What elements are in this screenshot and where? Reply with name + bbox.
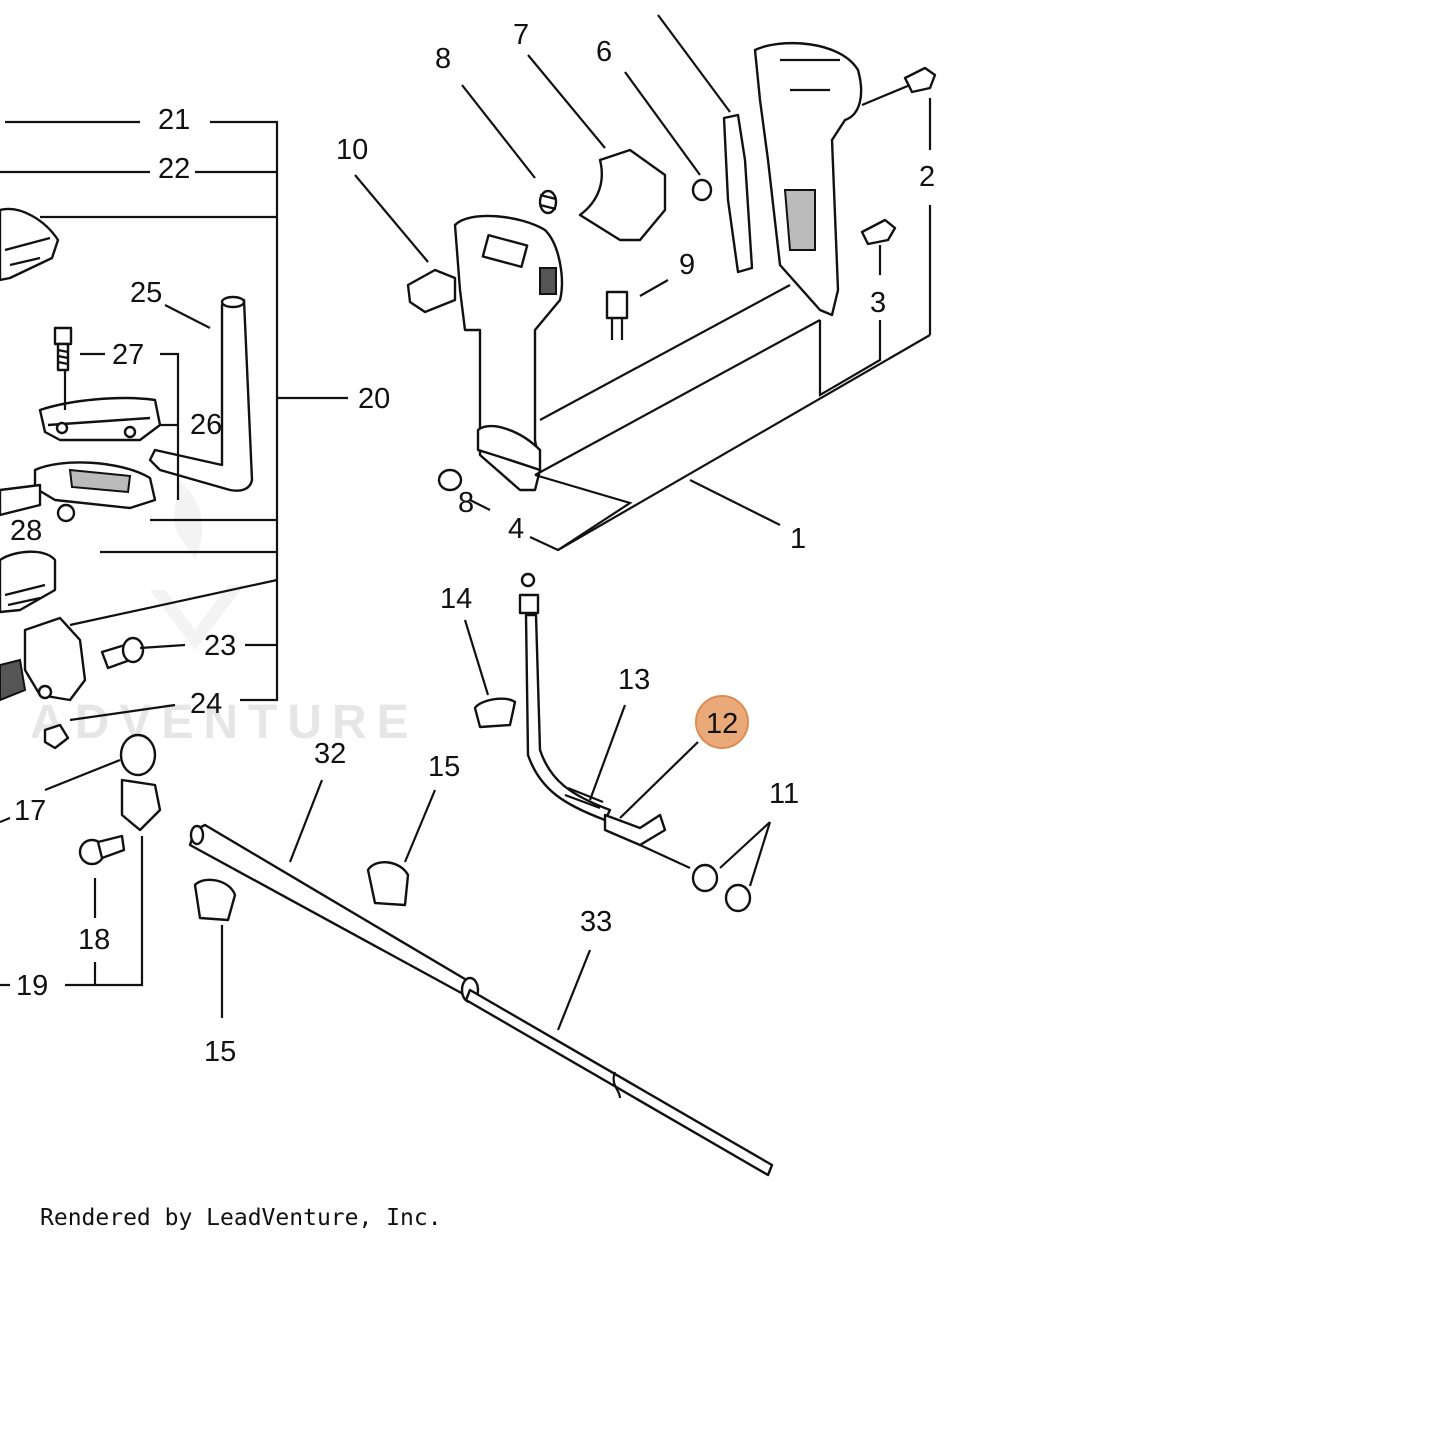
handle-bar-part-25[interactable] [0, 295, 254, 517]
bracket-part[interactable] [23, 616, 87, 702]
label-23[interactable]: 23 [204, 630, 236, 662]
label-6[interactable]: 6 [596, 36, 612, 68]
label-10[interactable]: 10 [336, 134, 368, 166]
switch-part-9[interactable] [605, 290, 629, 340]
nut-part-8b[interactable] [437, 468, 463, 492]
label-14[interactable]: 14 [440, 583, 472, 615]
highlight-circle-12 [695, 695, 749, 749]
leader-lines [0, 14, 932, 1031]
hanger-part-17[interactable] [119, 733, 162, 832]
shaft-tube-part-32[interactable] [188, 823, 480, 1004]
adjuster-part-12[interactable] [603, 813, 691, 869]
label-8b[interactable]: 8 [458, 487, 474, 519]
bolt-part-27[interactable] [53, 326, 73, 372]
label-4[interactable]: 4 [508, 513, 524, 545]
label-9[interactable]: 9 [679, 249, 695, 281]
label-3[interactable]: 3 [870, 287, 886, 319]
label-24[interactable]: 24 [190, 688, 222, 720]
label-18[interactable]: 18 [78, 924, 110, 956]
rear-handle-part[interactable] [753, 41, 863, 317]
label-1[interactable]: 1 [790, 523, 806, 555]
label-25[interactable]: 25 [130, 277, 162, 309]
clamp-upper-part-26[interactable] [38, 396, 162, 442]
label-17[interactable]: 17 [14, 795, 46, 827]
spring-part-8[interactable] [538, 189, 558, 215]
screw-part-2[interactable] [903, 66, 937, 94]
label-33[interactable]: 33 [580, 906, 612, 938]
lever-part-7[interactable] [578, 148, 667, 242]
credit-text: Rendered by LeadVenture, Inc. [40, 1205, 442, 1231]
label-21[interactable]: 21 [158, 104, 190, 136]
spring-part-6[interactable] [691, 178, 713, 202]
nut-part-28[interactable] [56, 503, 76, 523]
bolt-part-18[interactable] [78, 834, 126, 866]
label-8a[interactable]: 8 [435, 43, 451, 75]
lock-lever-part-5[interactable] [722, 113, 754, 274]
label-28[interactable]: 28 [10, 515, 42, 547]
label-19[interactable]: 19 [16, 970, 48, 1002]
button-part-10[interactable] [406, 268, 457, 314]
callout-labels: 1 2 3 4 6 7 8 8 9 10 11 12 13 14 15 15 1… [10, 19, 935, 1068]
label-2[interactable]: 2 [919, 161, 935, 193]
left-cover-part[interactable] [0, 207, 60, 282]
label-11[interactable]: 11 [769, 778, 799, 810]
screw-part-3[interactable] [860, 218, 897, 246]
clip-part-15b[interactable] [193, 878, 237, 922]
watermark-logo [150, 480, 245, 650]
watermark-text: ADVENTURE [30, 696, 419, 749]
clip-part-14[interactable] [473, 697, 517, 729]
label-26[interactable]: 26 [190, 409, 222, 441]
label-22[interactable]: 22 [158, 153, 190, 185]
bolt-part-23[interactable] [100, 636, 145, 670]
label-13[interactable]: 13 [618, 664, 650, 696]
label-27[interactable]: 27 [112, 339, 144, 371]
clip-part-15a[interactable] [366, 861, 410, 907]
label-15a[interactable]: 15 [428, 751, 460, 783]
label-15b[interactable]: 15 [204, 1036, 236, 1068]
throttle-handle-part-1[interactable] [453, 214, 564, 492]
label-32[interactable]: 32 [314, 738, 346, 770]
nut-part-11a[interactable] [691, 863, 719, 893]
nut-part-11b[interactable] [724, 883, 752, 913]
plate-part[interactable] [0, 658, 27, 702]
label-12[interactable]: 12 [706, 708, 738, 740]
label-7[interactable]: 7 [513, 19, 529, 51]
clamp-lower-part-26[interactable] [33, 461, 157, 510]
clamp-block-part[interactable] [0, 550, 57, 614]
drive-shaft-part-33[interactable] [464, 988, 774, 1177]
nut-part-24[interactable] [43, 723, 70, 750]
label-20[interactable]: 20 [358, 383, 390, 415]
